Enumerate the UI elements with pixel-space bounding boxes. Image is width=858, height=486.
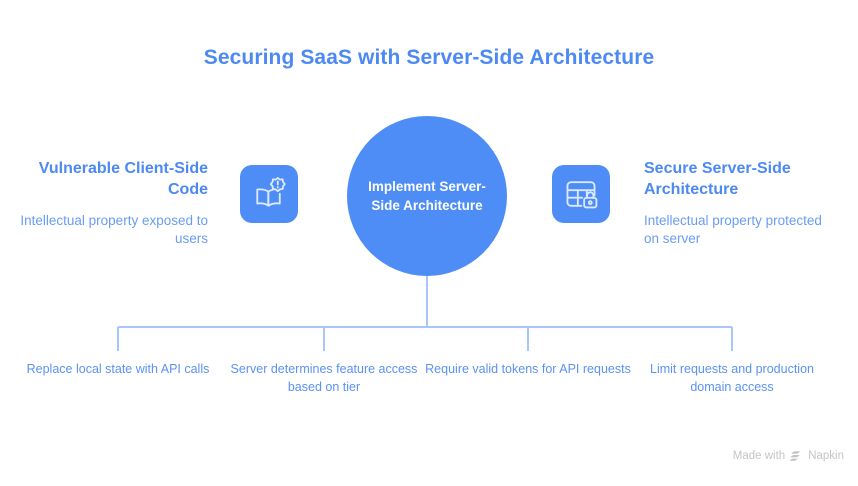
page-title: Securing SaaS with Server-Side Architect… (203, 46, 655, 69)
side-block-right: Secure Server-Side Architecture Intellec… (644, 158, 834, 249)
center-node[interactable]: Implement Server-Side Architecture (347, 116, 507, 276)
book-alert-icon (256, 176, 286, 207)
table-lock-icon (566, 181, 598, 209)
center-node-label: Implement Server-Side Architecture (368, 178, 486, 213)
side-block-left: Vulnerable Client-Side Code Intellectual… (18, 158, 208, 249)
branch-label: Limit requests and production domain acc… (650, 362, 814, 394)
side-left-heading: Vulnerable Client-Side Code (38, 160, 208, 199)
branch-label: Require valid tokens for API requests (425, 362, 631, 376)
branch-label: Replace local state with API calls (26, 362, 210, 376)
watermark[interactable]: Made with Napkin (733, 450, 844, 462)
side-right-heading: Secure Server-Side Architecture (644, 160, 791, 199)
branch-label: Server determines feature access based o… (230, 362, 418, 394)
watermark-brand: Napkin (808, 450, 844, 462)
table-lock-icon-tile[interactable] (552, 165, 610, 223)
side-left-subtitle: Intellectual property exposed to users (20, 212, 208, 247)
napkin-chevrons-icon (790, 450, 801, 461)
side-right-subtitle: Intellectual property protected on serve… (644, 212, 822, 247)
watermark-prefix: Made with (732, 450, 786, 462)
book-alert-icon-tile[interactable] (240, 165, 298, 223)
